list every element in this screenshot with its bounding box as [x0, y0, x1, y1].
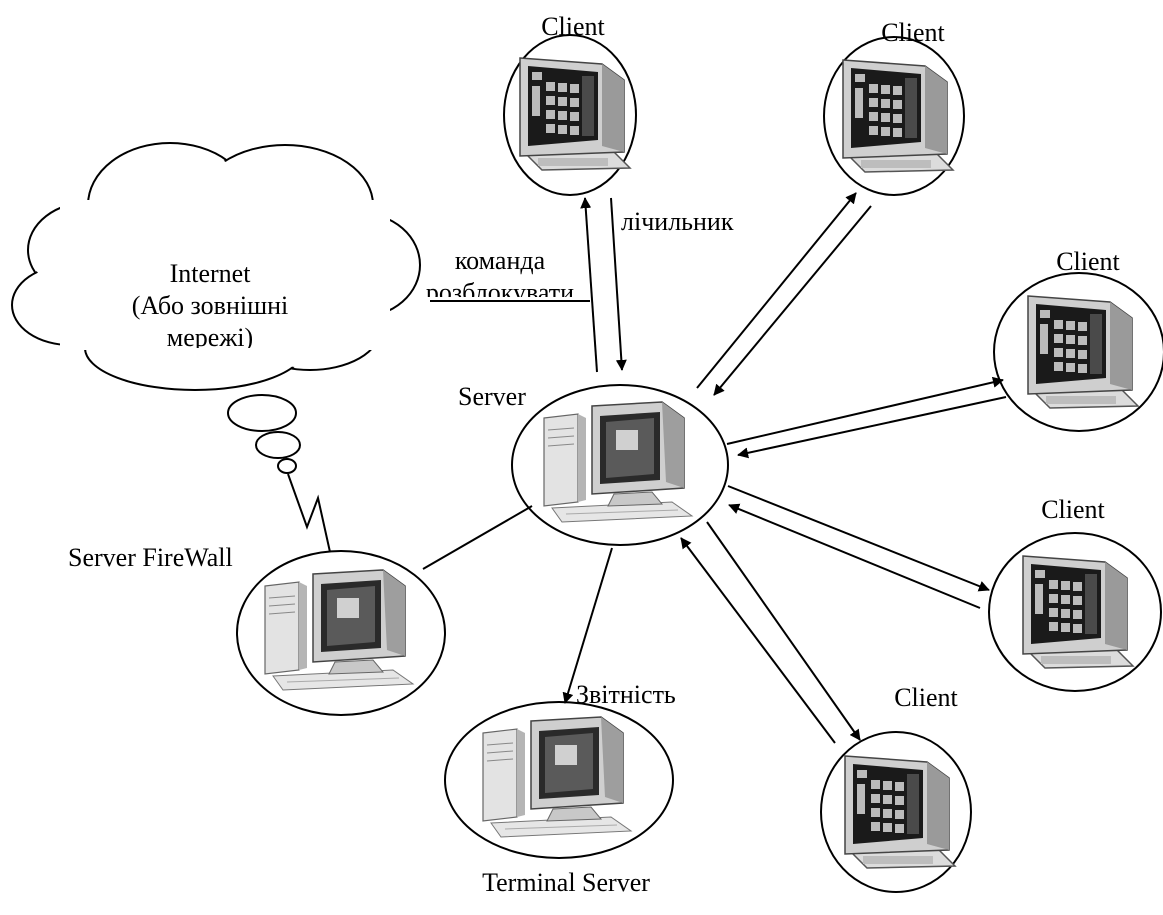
- client-2-monitor-icon: [842, 59, 954, 173]
- terminal-server-computer-icon: [482, 716, 632, 838]
- arrow-client-2-to-server: [713, 205, 872, 396]
- arrow-server-to-client-5: [706, 521, 861, 741]
- client-5-circle: [820, 731, 972, 893]
- terminal-server-label: Terminal Server: [482, 868, 650, 897]
- client-1-monitor-icon: [519, 57, 631, 171]
- arrow-client-5-to-server: [680, 537, 836, 744]
- internet-label-line2: (Або зовнішні: [131, 291, 289, 320]
- client-1-circle: [503, 34, 637, 196]
- arrow-server-to-client-1: [580, 197, 598, 373]
- firewall-computer-icon: [264, 569, 414, 691]
- server-computer-icon: [543, 401, 693, 523]
- arrow-server-to-client-4: [727, 485, 990, 592]
- client-3-circle: [993, 272, 1163, 432]
- client-3-label: Client: [1056, 247, 1120, 276]
- command-edge-label: команда розблокувати: [405, 245, 595, 297]
- firewall-label: Server FireWall: [68, 543, 233, 572]
- firewall-internet-link: [287, 473, 331, 553]
- reporting-edge-label: Звітність: [576, 680, 676, 709]
- arrow-client-1-to-server: [610, 197, 627, 371]
- command-edge-label-line1: команда: [454, 246, 546, 275]
- client-2-circle: [823, 36, 965, 196]
- arrow-client-4-to-server: [728, 503, 981, 609]
- internet-cloud-label: Internet (Або зовнішні мережі): [95, 258, 325, 348]
- client-5-monitor-icon: [844, 755, 956, 869]
- client-1-label: Client: [541, 12, 605, 41]
- server-label: Server: [458, 382, 526, 411]
- command-edge-label-line2: розблокувати: [425, 278, 575, 297]
- arrow-server-to-terminal: [562, 547, 613, 704]
- cloud-thought-bubbles: [227, 394, 301, 474]
- client-2-label: Client: [881, 18, 945, 47]
- link-server-firewall: [422, 505, 533, 570]
- internet-label-line1: Internet: [169, 259, 251, 288]
- terminal-server-circle: [444, 701, 674, 859]
- internet-label-line3: мережі): [166, 323, 254, 348]
- arrow-server-to-client-3: [726, 376, 1004, 445]
- counter-edge-label: лічильник: [621, 207, 734, 236]
- firewall-circle: [236, 550, 446, 716]
- client-5-label: Client: [894, 683, 958, 712]
- arrow-client-3-to-server: [737, 396, 1007, 459]
- client-4-circle: [988, 532, 1162, 692]
- server-circle: [511, 384, 729, 546]
- client-4-monitor-icon: [1022, 555, 1134, 669]
- client-3-monitor-icon: [1027, 295, 1139, 409]
- client-4-label: Client: [1041, 495, 1105, 524]
- arrow-server-to-client-2: [696, 192, 857, 389]
